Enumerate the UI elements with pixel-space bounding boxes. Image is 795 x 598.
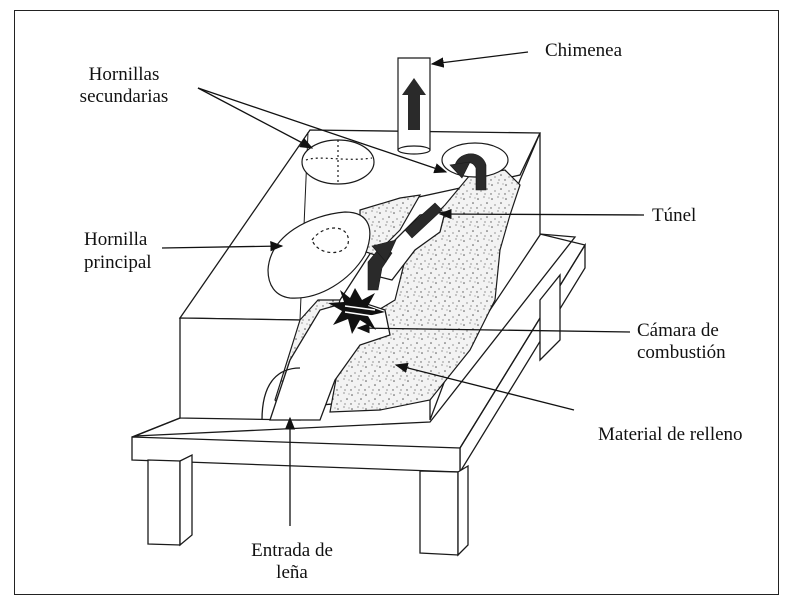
label-tunel: Túnel — [652, 205, 696, 227]
label-camara-line1: Cámara de — [637, 320, 719, 342]
label-entrada-line2: leña — [222, 562, 362, 584]
label-camara-line2: combustión — [637, 342, 726, 364]
label-chimenea: Chimenea — [545, 40, 622, 62]
label-entrada-line1: Entrada de — [222, 540, 362, 562]
label-hornilla-principal-line1: Hornilla — [84, 229, 147, 251]
chimney — [398, 58, 430, 154]
label-hornillas-secundarias-line2: secundarias — [64, 86, 184, 108]
label-material-relleno: Material de relleno — [598, 424, 743, 446]
label-hornillas-secundarias-line1: Hornillas — [64, 64, 184, 86]
label-hornilla-principal-line2: principal — [84, 252, 152, 274]
